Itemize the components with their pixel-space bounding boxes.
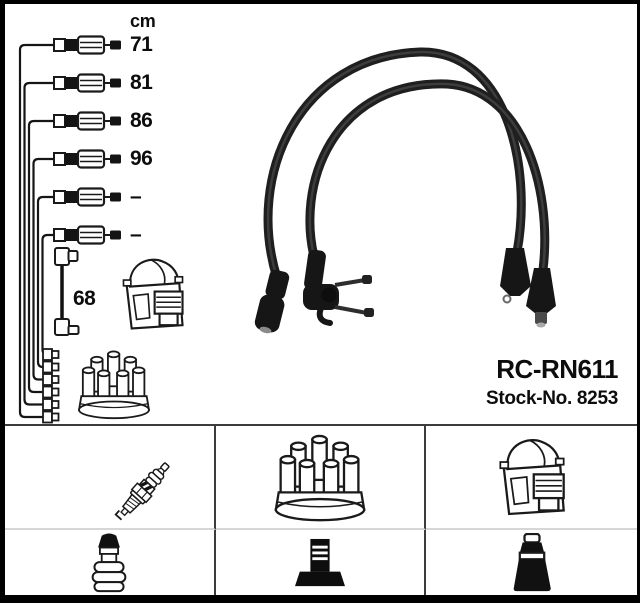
cable-connector-icons: [53, 35, 123, 245]
product-code: RC-RN611: [496, 354, 618, 384]
right-boot-icon-1: [500, 248, 531, 304]
elbow-boot-icon: [303, 249, 374, 326]
straight-boot-icon: [254, 269, 290, 334]
distributor-cap-icon: [76, 344, 152, 424]
stock-number: Stock-No. 8253: [485, 388, 618, 409]
cable-length-value: –: [130, 185, 142, 208]
cable-length-value: 81: [130, 71, 153, 94]
cable-length-value: 96: [130, 147, 153, 170]
spark-plug-boot-icon: [89, 533, 129, 593]
legend-cell-coil-boot: [426, 530, 637, 595]
legend-cell-distributor-terminal: [216, 530, 427, 595]
ignition-cables-photo: [254, 47, 556, 334]
legend-cell-distributor-cap: [215, 426, 427, 530]
cable-length-value: 71: [130, 33, 153, 56]
ignition-coil-icon: [486, 433, 578, 521]
measurement-unit-header: cm: [130, 11, 156, 31]
legend-cell-spark-plug-boot: [5, 530, 216, 595]
wire-harness-diagram: [18, 35, 556, 424]
product-identifiers: RC-RN611 Stock-No. 8253: [485, 354, 619, 410]
legend-grid: [5, 424, 637, 595]
coil-wire-length-label: 68: [73, 287, 96, 310]
distributor-plug-icons: [42, 348, 60, 424]
coil-boot-icon: [511, 533, 553, 593]
cable-length-value: 86: [130, 109, 153, 132]
distributor-cap-icon: [270, 429, 370, 525]
legend-cell-spark-plug: [5, 426, 216, 530]
distributor-terminal-icon: [293, 538, 347, 588]
ignition-coil-icon: [112, 250, 194, 338]
right-boot-icon-2: [526, 268, 556, 328]
cable-length-value: –: [130, 223, 142, 246]
coil-wire-icon: [54, 247, 80, 336]
legend-cell-ignition-coil: [426, 426, 637, 530]
harness-wires: [18, 43, 53, 419]
spark-plug-icon: [34, 427, 184, 527]
wiring-diagram-panel: cm 71 81 86 96 – – 68 RC-RN611 Stock-No.…: [5, 4, 637, 424]
